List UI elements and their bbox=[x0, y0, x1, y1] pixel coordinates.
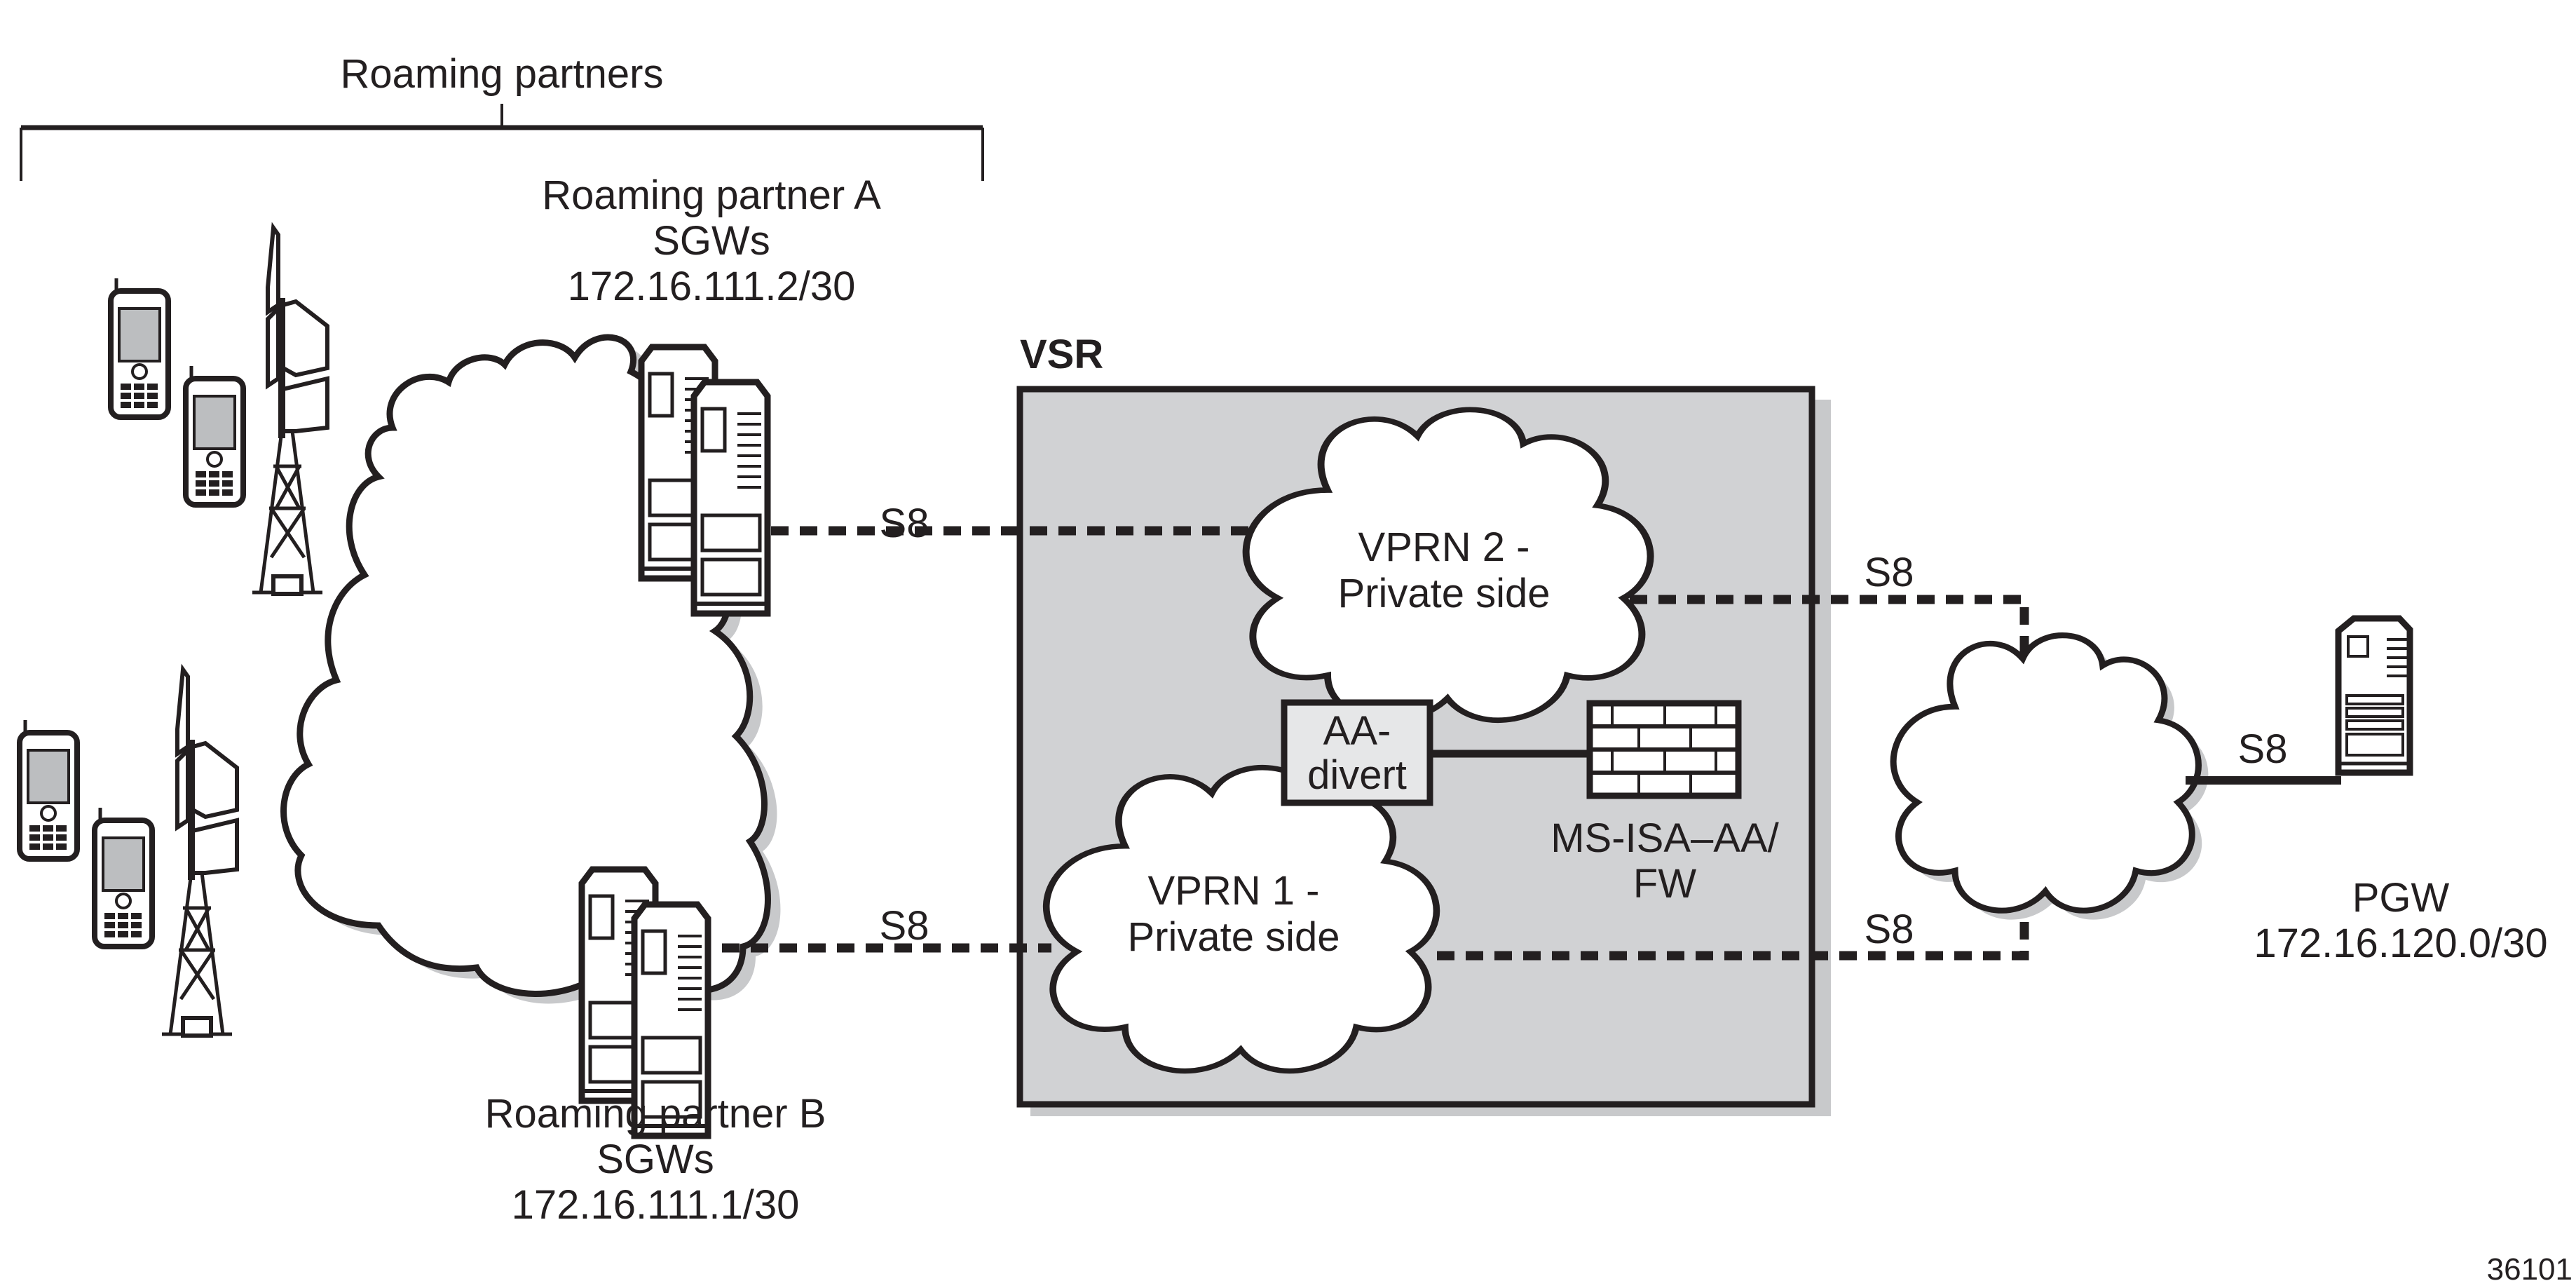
cell-tower-icon bbox=[252, 228, 327, 594]
aa-divert-box bbox=[1281, 699, 1433, 806]
aa-divert-line2: divert bbox=[1307, 752, 1407, 798]
s8-label-rpb: S8 bbox=[880, 903, 929, 949]
vprn1-label-line2: Private side bbox=[1127, 914, 1340, 960]
figure-id: 36101 bbox=[2487, 1252, 2572, 1287]
roaming-partners-label: Roaming partners bbox=[341, 51, 664, 97]
link-vprn2-cloud bbox=[1630, 595, 2029, 670]
vprn2-label-line1: VPRN 2 - bbox=[1358, 524, 1530, 570]
partner-b-role: SGWs bbox=[597, 1137, 714, 1182]
mobile-phone-icon bbox=[20, 720, 77, 859]
aa-divert-line1: AA- bbox=[1323, 708, 1391, 754]
ms-isa-label-line2: FW bbox=[1633, 861, 1696, 907]
pgw-server-icon bbox=[2335, 615, 2413, 776]
partner-a-address: 172.16.111.2/30 bbox=[568, 264, 856, 309]
mobile-phone-icon bbox=[111, 278, 168, 417]
s8-label-vprn2: S8 bbox=[1865, 550, 1914, 595]
mobile-phone-icon bbox=[95, 808, 152, 947]
pgw-name: PGW bbox=[2352, 875, 2450, 921]
vsr-label: VSR bbox=[1020, 332, 1103, 377]
s8-label-rpa: S8 bbox=[880, 501, 929, 546]
partner-b-address: 172.16.111.1/30 bbox=[512, 1182, 800, 1228]
roaming-partners-bracket bbox=[20, 104, 984, 181]
partner-b-name: Roaming partner B bbox=[485, 1091, 826, 1137]
partner-a-sgw-servers bbox=[641, 347, 768, 614]
cell-tower-icon bbox=[162, 670, 237, 1036]
pgw-address: 172.16.120.0/30 bbox=[2254, 921, 2547, 966]
mobile-phone-icon bbox=[186, 366, 243, 505]
partner-a-name: Roaming partner A bbox=[542, 172, 881, 218]
s8-links bbox=[722, 526, 2029, 961]
vprn1-label-line1: VPRN 1 - bbox=[1148, 868, 1320, 914]
transport-cloud bbox=[1893, 635, 2209, 920]
ms-isa-label-line1: MS-ISA–AA/ bbox=[1551, 815, 1779, 861]
partner-a-role: SGWs bbox=[653, 218, 770, 264]
s8-label-pgw: S8 bbox=[2238, 726, 2288, 772]
s8-label-vprn1: S8 bbox=[1865, 907, 1914, 952]
firewall-icon bbox=[1586, 700, 1742, 799]
link-vprn1-cloud bbox=[1437, 890, 2029, 961]
vprn2-label-line2: Private side bbox=[1337, 571, 1550, 616]
